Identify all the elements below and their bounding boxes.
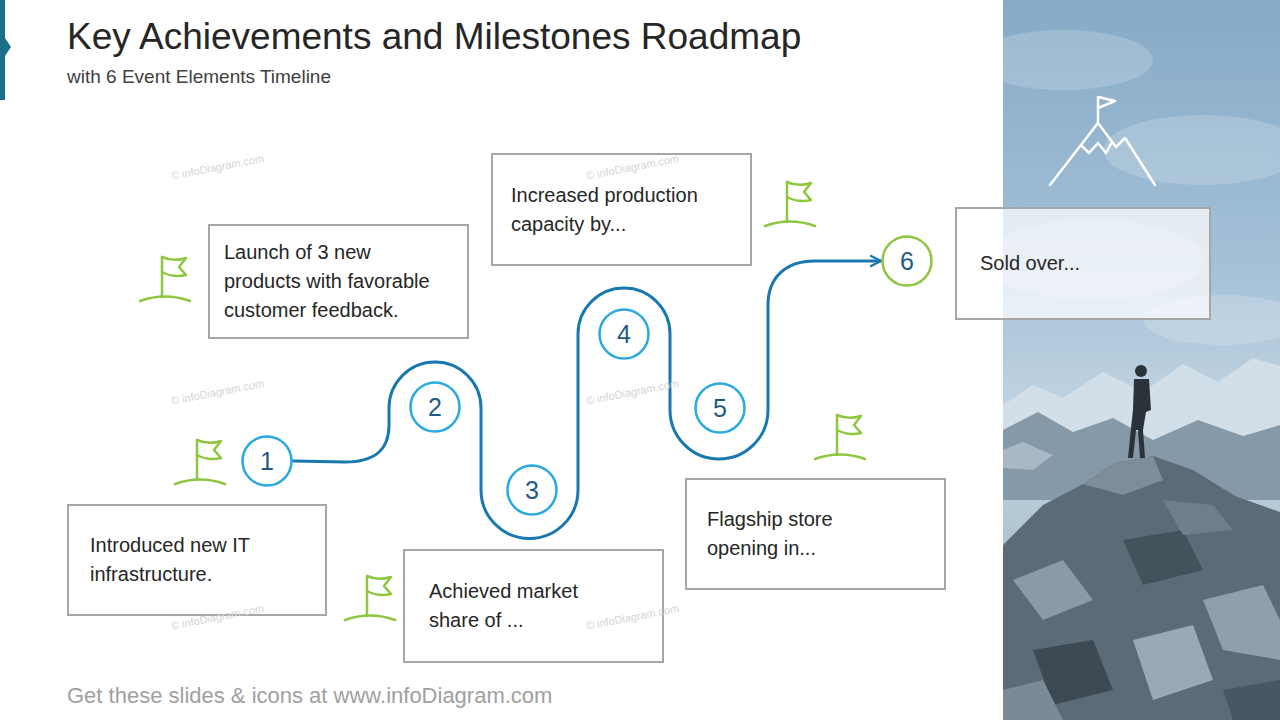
flag-icon [765,182,815,226]
mountain-icon [1050,97,1155,185]
milestone-text: Flagship store opening in... [707,505,884,563]
milestone-text: Achieved market share of ... [429,577,602,635]
footer-text: Get these slides & icons at www.infoDiag… [67,683,552,709]
number-wrap: 3 [525,476,539,505]
flag-icon [815,415,865,459]
milestone-circle: 1 [241,435,293,487]
number-wrap: 2 [428,393,442,422]
snow-patch [1003,442,1053,470]
watermark: © infoDiagram.com [170,152,265,182]
circle-outline [696,384,745,433]
circle-outline [600,310,649,359]
accent-bar [0,0,5,100]
milestone-box: Flagship store opening in... [685,478,946,590]
milestone-box: Introduced new IT infrastructure. [67,504,327,616]
foreground-rocks [1003,456,1280,720]
text-wrap: Flagship store opening in... [707,505,884,563]
text-wrap: Introduced new IT infrastructure. [90,531,305,589]
milestone-number: 1 [260,447,274,476]
milestone-text: Launch of 3 new products with favorable … [224,238,441,325]
milestone-circle: 6 [881,235,933,287]
milestone-box: Launch of 3 new products with favorable … [208,224,469,339]
flag-icon [175,440,225,484]
circle-outline [883,237,932,286]
milestone-box: Achieved market share of ... [403,549,664,663]
flag-icon [140,257,190,301]
milestone-number: 3 [525,476,539,505]
number-wrap: 1 [260,447,274,476]
text-wrap: Achieved market share of ... [429,577,602,635]
accent-bar [0,0,20,110]
mountain-photo [1003,0,1280,720]
slide-title: Key Achievements and Milestones Roadmap [67,16,801,58]
circle-outline [243,437,292,486]
text-wrap: Sold over... [980,249,1080,278]
milestone-number: 5 [713,394,727,423]
sky [1003,0,1280,720]
milestone-circle: 5 [694,382,746,434]
milestone-number: 6 [900,247,914,276]
rock-shapes [1003,456,1280,720]
slide-subtitle: with 6 Event Elements Timeline [67,66,331,88]
milestone-circle: 4 [598,308,650,360]
watermark: © infoDiagram.com [585,377,680,407]
milestone-number: 4 [617,320,631,349]
number-wrap: 5 [713,394,727,423]
milestone-text: Introduced new IT infrastructure. [90,531,305,589]
milestone-box: Sold over... [955,207,1211,320]
watermark: © infoDiagram.com [170,377,265,407]
text-wrap: Launch of 3 new products with favorable … [224,238,441,325]
circle-outline [411,383,460,432]
milestone-circle: 2 [409,381,461,433]
text-wrap: Increased production capacity by... [511,181,730,239]
number-wrap: 6 [900,247,914,276]
circle-outline [508,466,557,515]
milestone-circle: 3 [506,464,558,516]
accent-notch [5,38,11,56]
hiker-figure [1128,365,1151,458]
milestone-text: Sold over... [980,249,1080,278]
milestone-number: 2 [428,393,442,422]
number-wrap: 4 [617,320,631,349]
milestone-text: Increased production capacity by... [511,181,730,239]
flag-icon [345,576,395,620]
